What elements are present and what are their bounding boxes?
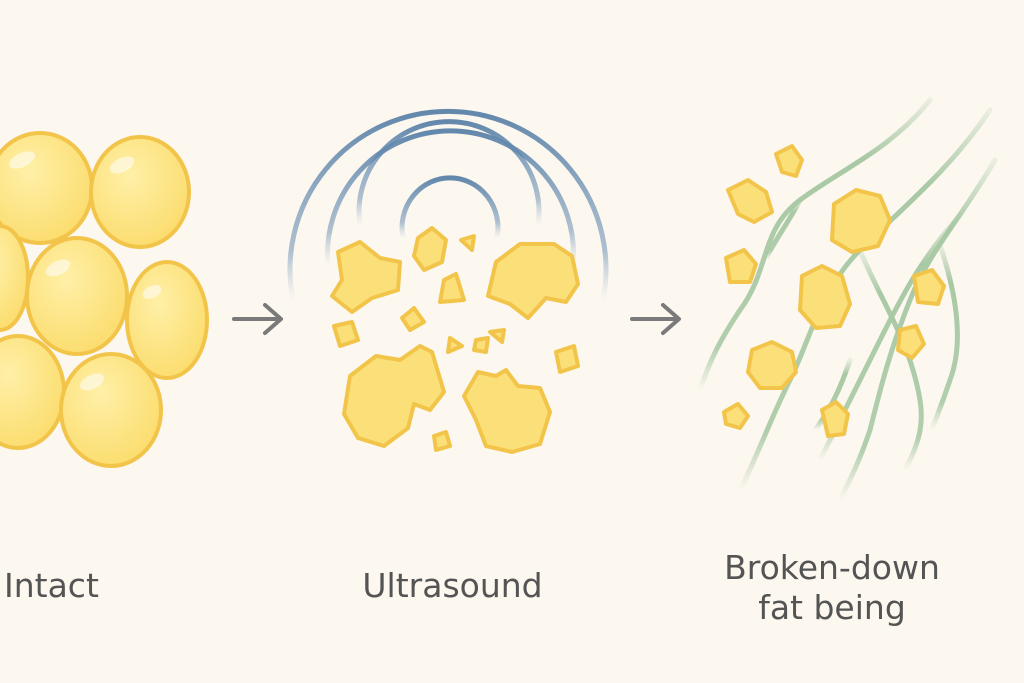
fat-fragment-icon xyxy=(820,400,850,438)
fat-fragment-icon xyxy=(446,336,464,354)
fat-cell-icon xyxy=(59,352,163,468)
fat-fragment-icon xyxy=(400,306,426,332)
fat-fragment-cluster xyxy=(330,226,580,454)
fat-fragment-icon xyxy=(332,320,360,348)
fat-fragment-icon xyxy=(459,234,476,252)
fat-cell-icon xyxy=(0,131,94,245)
fat-fragment-icon xyxy=(830,188,892,254)
fat-cell-icon xyxy=(89,135,191,249)
fat-fragment-icon xyxy=(486,242,580,320)
stage-label-broken-down-line-1: Broken-down xyxy=(724,548,940,587)
ultrasound-wave-icon xyxy=(287,108,609,303)
fat-cell-icon xyxy=(125,260,209,380)
fat-cell-icon xyxy=(0,334,66,450)
broken-fat-particles xyxy=(722,144,946,438)
fat-fragment-icon xyxy=(724,248,758,284)
fat-fragment-icon xyxy=(432,430,452,452)
fat-fragment-icon xyxy=(554,344,580,374)
fat-fragment-icon xyxy=(746,340,798,390)
arrow-right-icon xyxy=(232,303,283,335)
fat-fragment-icon xyxy=(726,178,774,224)
fat-fragment-icon xyxy=(798,264,852,330)
fat-fragment-icon xyxy=(462,368,552,454)
stage-label-ultrasound: Ultrasound xyxy=(362,566,543,605)
fat-fragment-icon xyxy=(342,344,446,448)
fat-fragment-icon xyxy=(774,144,804,178)
fat-fragment-icon xyxy=(896,324,926,360)
fat-cell-icon xyxy=(25,236,129,356)
fat-fragment-icon xyxy=(488,328,506,344)
fat-fragment-icon xyxy=(330,240,402,314)
fat-fragment-icon xyxy=(412,226,448,272)
stage-label-broken-down-line-2: fat being xyxy=(758,587,906,627)
fat-fragment-icon xyxy=(438,272,466,304)
intact-fat-cell-cluster xyxy=(0,131,209,468)
arrow-right-icon xyxy=(630,303,681,335)
fat-fragment-icon xyxy=(472,336,490,354)
fat-fragment-icon xyxy=(912,268,946,306)
fat-fragment-icon xyxy=(722,402,750,430)
stage-label-intact: Intact xyxy=(4,566,99,605)
stage-label-broken-down: Broken-down fat being xyxy=(700,548,964,627)
